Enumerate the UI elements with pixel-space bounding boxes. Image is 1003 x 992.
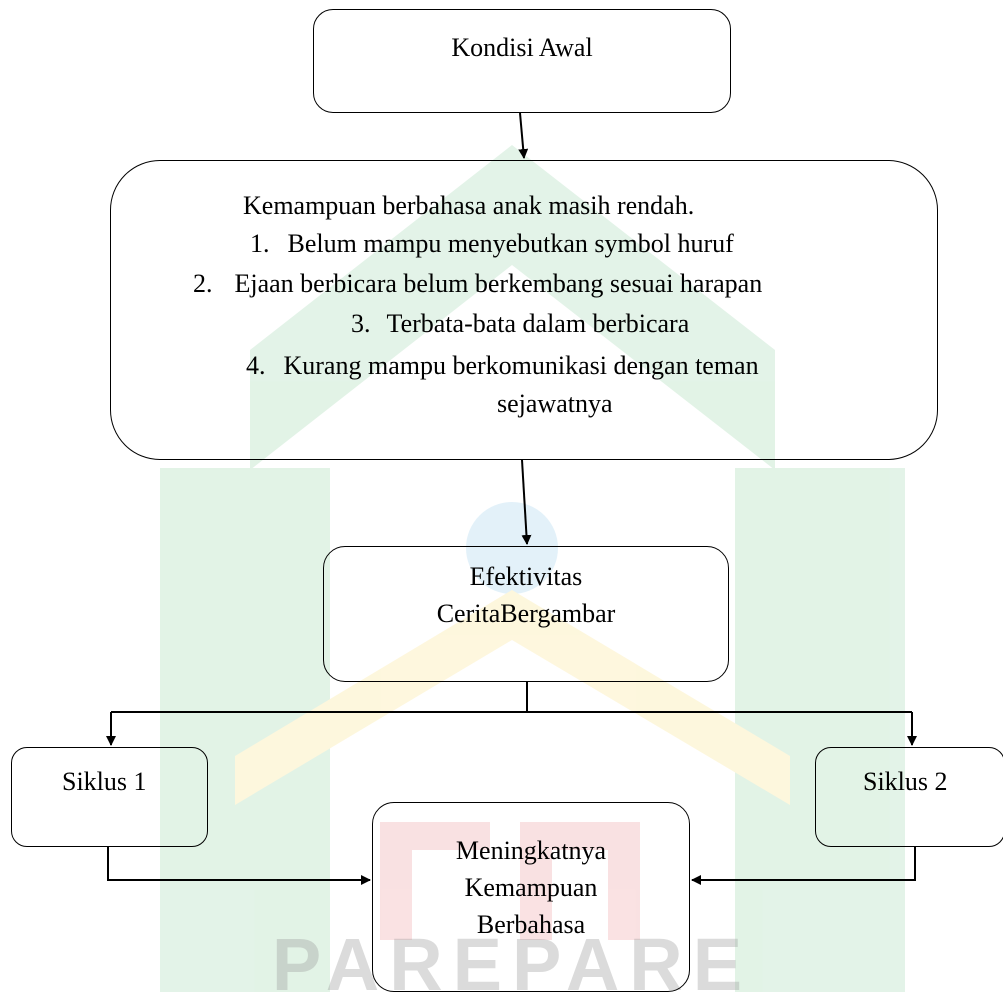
problem-item-1-text: Belum mampu menyebutkan symbol huruf xyxy=(287,229,734,258)
result-line-2: Kemampuan xyxy=(464,872,598,902)
arrow-problem-to-treatment xyxy=(521,459,532,545)
problem-intro: Kemampuan berbahasa anak masih rendah. xyxy=(243,191,695,220)
watermark-text: PAREPARE xyxy=(272,923,752,992)
problem-box: Kemampuan berbahasa anak masih rendah. 1… xyxy=(110,160,938,460)
watermark-emblem-red-2 xyxy=(520,822,640,940)
start-label: Kondisi Awal xyxy=(451,33,593,62)
problem-item-2-num: 2. xyxy=(193,269,213,298)
treatment-line-2: CeritaBergambar xyxy=(436,598,616,628)
problem-item-1-num: 1. xyxy=(250,229,270,258)
watermark-dot xyxy=(466,502,558,594)
start-box: Kondisi Awal xyxy=(313,9,731,113)
result-line-3: Berbahasa xyxy=(476,909,586,939)
watermark-pillar-left xyxy=(160,468,330,992)
problem-item-4-num: 4. xyxy=(246,351,266,380)
watermark-emblem-red xyxy=(380,822,490,940)
cycle1-box: Siklus 1 xyxy=(11,747,208,847)
arrow-cycle2-to-result xyxy=(691,847,916,885)
problem-item-1: 1. Belum mampu menyebutkan symbol huruf xyxy=(250,226,734,263)
result-box: Meningkatnya Kemampuan Berbahasa xyxy=(372,802,690,992)
problem-item-3: 3. Terbata-bata dalam berbicara xyxy=(351,306,689,343)
treatment-line-1: Efektivitas xyxy=(469,562,583,591)
problem-item-3-text: Terbata-bata dalam berbicara xyxy=(386,309,690,338)
result-line-1: Meningkatnya xyxy=(455,836,607,865)
arrow-start-to-problem xyxy=(518,112,529,159)
watermark-roof-yellow xyxy=(235,590,790,805)
cycle2-label: Siklus 2 xyxy=(863,767,948,796)
problem-item-4-text: Kurang mampu berkomunikasi dengan teman xyxy=(283,351,759,380)
problem-item-2: 2. Ejaan berbicara belum berkembang sesua… xyxy=(193,266,762,303)
treatment-box: Efektivitas CeritaBergambar xyxy=(323,546,729,682)
cycle2-box: Siklus 2 xyxy=(815,747,1003,847)
cycle1-label: Siklus 1 xyxy=(62,767,147,796)
problem-item-4-continued: sejawatnya xyxy=(497,389,613,418)
watermark-pillar-right xyxy=(735,468,905,992)
watermark-roof-green xyxy=(250,145,775,470)
problem-item-3-num: 3. xyxy=(351,309,371,338)
problem-item-4: 4. Kurang mampu berkomunikasi dengan tema… xyxy=(246,348,759,385)
arrow-cycle1-to-result xyxy=(107,847,371,885)
problem-item-2-text: Ejaan berbicara belum berkembang sesuai … xyxy=(234,269,763,298)
